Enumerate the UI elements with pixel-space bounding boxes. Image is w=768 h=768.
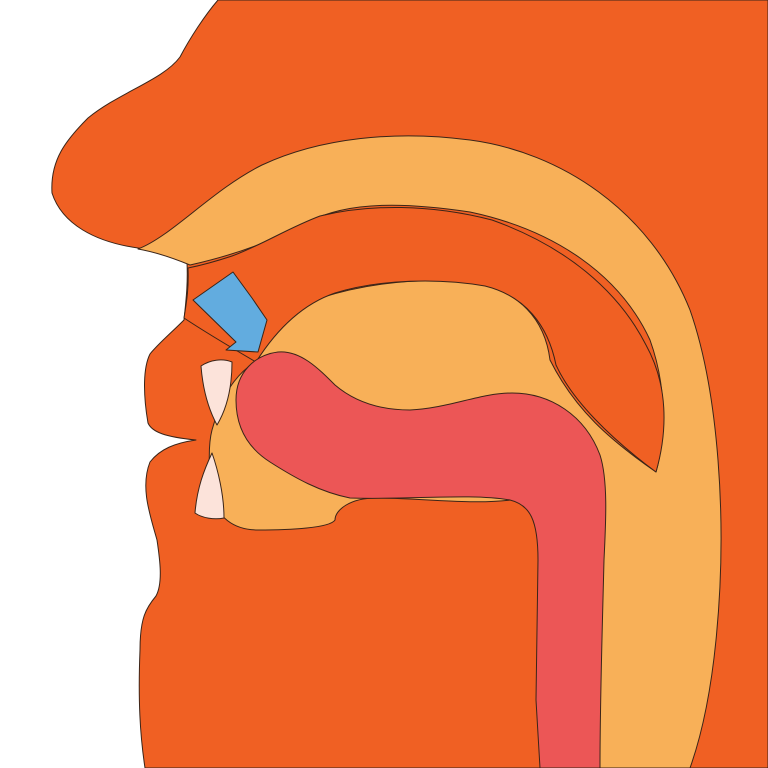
- lower-incisor: [194, 452, 225, 520]
- place-of-articulation-arrow: [192, 271, 268, 353]
- upper-incisor: [200, 359, 233, 426]
- tongue: [235, 351, 607, 768]
- hard-palate: [183, 206, 665, 473]
